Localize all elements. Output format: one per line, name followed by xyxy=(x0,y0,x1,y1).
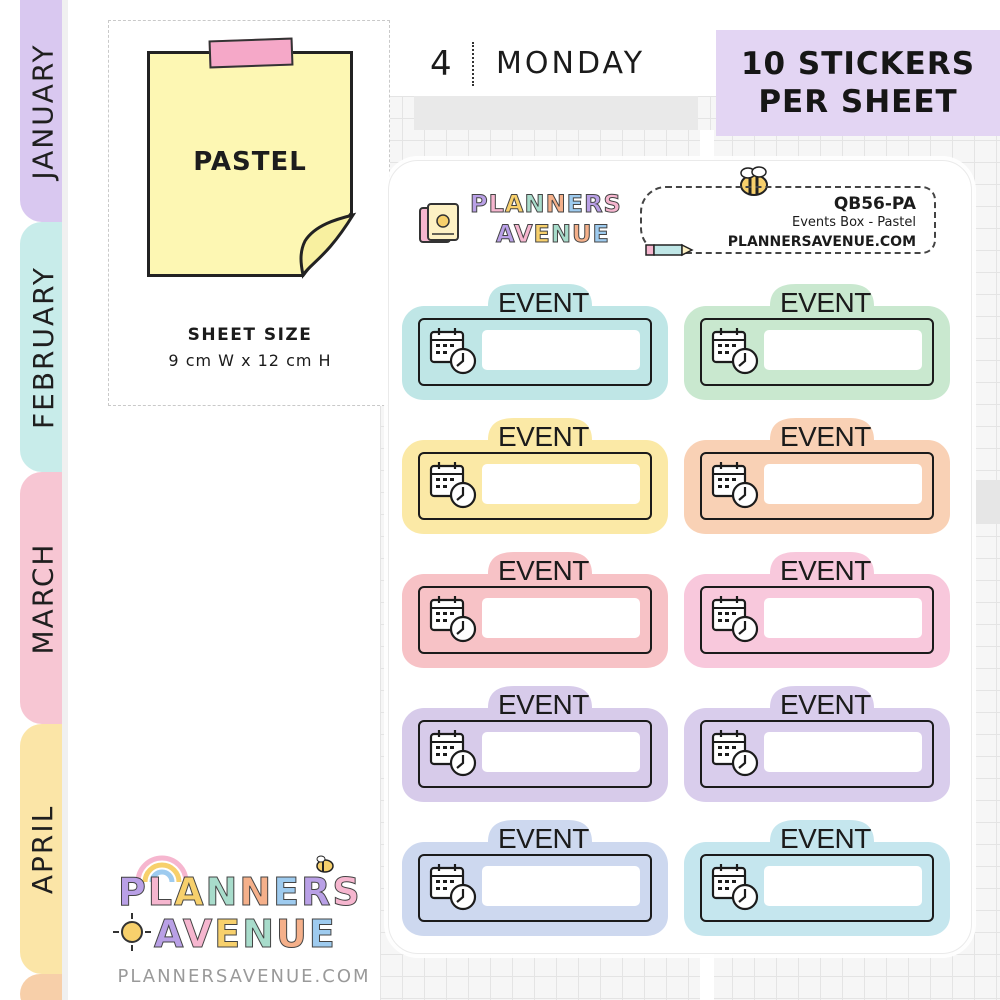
sticker-write-area xyxy=(764,330,922,370)
sticker-frame xyxy=(418,586,652,654)
sticker-frame xyxy=(700,854,934,922)
sticker-write-area xyxy=(482,330,640,370)
tab-label: MARCH xyxy=(26,542,60,654)
calendar-clock-icon xyxy=(428,594,478,644)
brand-line-2: AVENUE xyxy=(496,220,610,249)
tab-april[interactable]: APRIL xyxy=(20,724,66,974)
calendar-clock-icon xyxy=(428,728,478,778)
sticker-frame xyxy=(700,720,934,788)
sticker-title: EVENT xyxy=(498,421,589,452)
event-sticker: EVENT xyxy=(402,686,668,802)
event-sticker: EVENT xyxy=(684,686,950,802)
day-number: 4 xyxy=(430,44,452,84)
page-edge xyxy=(62,0,68,1000)
rainbow-icon xyxy=(135,855,189,883)
sticker-frame xyxy=(418,452,652,520)
sticker-write-area xyxy=(482,866,640,906)
event-sticker: EVENT xyxy=(684,552,950,668)
calendar-clock-icon xyxy=(710,460,760,510)
sticker-write-area xyxy=(764,598,922,638)
calendar-clock-icon xyxy=(428,862,478,912)
tab-march[interactable]: MARCH xyxy=(20,472,66,724)
product-description: Events Box - Pastel xyxy=(792,215,916,230)
sticker-title: EVENT xyxy=(498,555,589,586)
stickers-per-sheet-badge: 10 STICKERS PER SHEET xyxy=(716,30,1000,136)
sticker-write-area xyxy=(764,732,922,772)
sticker-title: EVENT xyxy=(498,689,589,720)
note-label: PASTEL xyxy=(193,147,307,177)
sticky-note: PASTEL xyxy=(147,37,357,279)
event-sticker: EVENT xyxy=(684,820,950,936)
sticker-title: EVENT xyxy=(780,689,871,720)
day-name: MONDAY xyxy=(496,46,646,81)
calendar-clock-icon xyxy=(710,862,760,912)
brand-logo: PLANNERS AVENUE xyxy=(416,186,642,256)
event-sticker: EVENT xyxy=(402,552,668,668)
event-sticker: EVENT xyxy=(684,418,950,534)
planner-book-icon xyxy=(419,203,459,243)
sticker-write-area xyxy=(764,866,922,906)
sticker-write-area xyxy=(482,464,640,504)
calendar-clock-icon xyxy=(710,326,760,376)
sticker-frame xyxy=(418,720,652,788)
page-curl-icon xyxy=(299,212,357,279)
sticker-title: EVENT xyxy=(780,287,871,318)
tab-label: FEBRUARY xyxy=(26,265,60,429)
product-label: QB56-PA Events Box - Pastel PLANNERSAVEN… xyxy=(640,186,936,254)
sheet-size-label: SHEET SIZE xyxy=(187,325,313,345)
sun-icon xyxy=(113,913,151,951)
sticker-write-area xyxy=(482,732,640,772)
sticker-title: EVENT xyxy=(780,823,871,854)
badge-line-1: 10 STICKERS xyxy=(740,46,976,82)
month-tabs: JANUARY FEBRUARY MARCH APRIL xyxy=(0,0,66,1000)
tab-february[interactable]: FEBRUARY xyxy=(20,222,66,472)
sticker-frame xyxy=(418,854,652,922)
sticker-title: EVENT xyxy=(780,421,871,452)
info-panel: PASTEL SHEET SIZE 9 cm W x 12 cm H xyxy=(108,20,390,406)
badge-line-2: PER SHEET xyxy=(758,84,958,120)
tab-next-month[interactable] xyxy=(20,974,66,1000)
sheet-size-value: 9 cm W x 12 cm H xyxy=(168,351,332,370)
sticker-frame xyxy=(700,586,934,654)
footer-brand-line-2: AVENUE xyxy=(154,912,337,957)
event-sticker: EVENT xyxy=(402,820,668,936)
calendar-clock-icon xyxy=(710,594,760,644)
footer-website[interactable]: PLANNERSAVENUE.COM xyxy=(117,966,371,987)
calendar-clock-icon xyxy=(428,460,478,510)
tape-icon xyxy=(208,37,294,69)
sticker-title: EVENT xyxy=(498,823,589,854)
tab-label: JANUARY xyxy=(26,42,60,180)
sticker-title: EVENT xyxy=(498,287,589,318)
sticker-title: EVENT xyxy=(780,555,871,586)
sticker-frame xyxy=(700,318,934,386)
bee-icon xyxy=(316,855,334,873)
event-sticker: EVENT xyxy=(684,284,950,400)
calendar-clock-icon xyxy=(710,728,760,778)
event-sticker: EVENT xyxy=(402,418,668,534)
sticker-frame xyxy=(700,452,934,520)
day-header-strip xyxy=(414,96,698,130)
sticker-write-area xyxy=(482,598,640,638)
product-url[interactable]: PLANNERSAVENUE.COM xyxy=(727,234,916,250)
footer-brand-line-1: PLANNERS xyxy=(118,870,362,915)
grid-strip xyxy=(970,480,1000,524)
product-code: QB56-PA xyxy=(833,194,916,214)
tab-january[interactable]: JANUARY xyxy=(20,0,66,222)
tab-label: APRIL xyxy=(26,804,60,894)
day-separator xyxy=(472,42,474,86)
pencil-icon xyxy=(645,243,694,257)
bee-icon xyxy=(740,166,768,196)
brand-line-1: PLANNERS xyxy=(470,190,622,219)
footer-logo: PLANNERS AVENUE xyxy=(112,850,382,960)
sticker-sheet xyxy=(388,160,972,954)
sticker-write-area xyxy=(764,464,922,504)
calendar-clock-icon xyxy=(428,326,478,376)
event-sticker: EVENT xyxy=(402,284,668,400)
sticker-frame xyxy=(418,318,652,386)
